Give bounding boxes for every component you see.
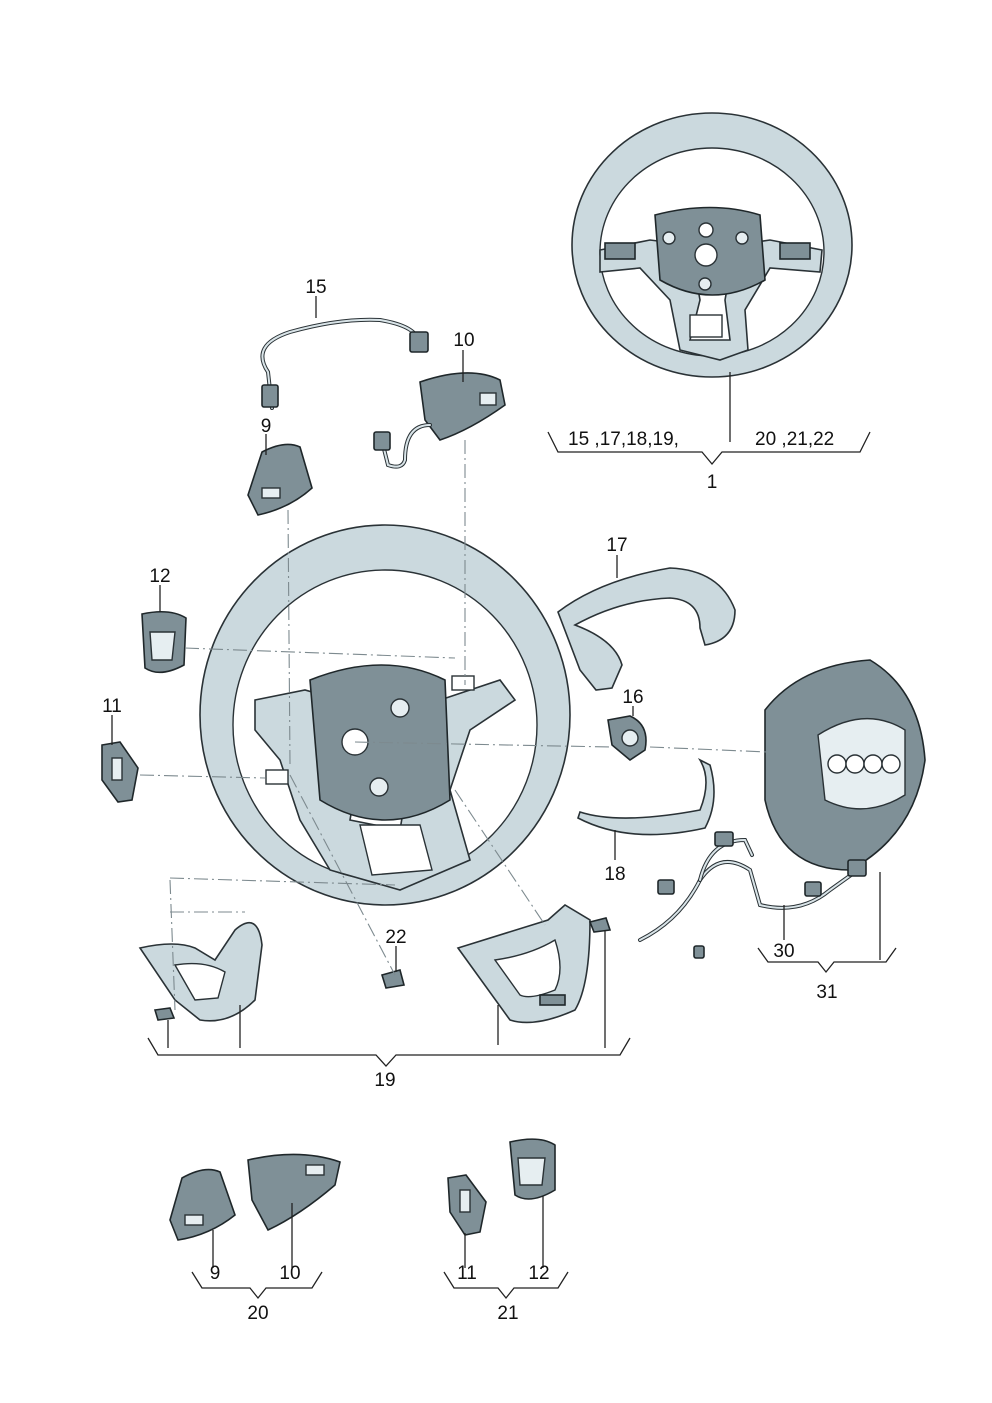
complete-steering-wheel (571, 112, 853, 378)
button-12 (141, 610, 187, 674)
callout-18: 18 (604, 864, 625, 885)
callout-9: 9 (261, 416, 272, 437)
callout-labels: 15 ,17,18,19, 20 ,21,22 1 15 10 9 12 11 … (102, 277, 837, 1324)
callout-17: 17 (606, 535, 627, 556)
callout-group20-9: 9 (210, 1263, 221, 1284)
roller-switch-11-group21 (447, 1174, 487, 1236)
callout-16: 16 (622, 687, 643, 708)
callout-1: 1 (707, 472, 718, 493)
callout-21: 21 (497, 1303, 518, 1324)
trim-cover-18 (577, 758, 715, 836)
callout-22: 22 (385, 927, 406, 948)
wiring-harness-15 (260, 317, 429, 410)
lower-cover-right-19 (456, 904, 591, 1024)
switch-module-right-10-group20 (247, 1153, 341, 1232)
screw-16 (607, 715, 647, 761)
switch-module-right-10 (373, 372, 506, 469)
callout-group21-11: 11 (457, 1263, 477, 1284)
callout-30: 30 (773, 941, 794, 962)
callout-group20-10: 10 (279, 1263, 300, 1284)
group-brackets (147, 431, 897, 1300)
airbag-unit (764, 659, 926, 871)
callout-11: 11 (102, 696, 122, 717)
callout-10: 10 (453, 330, 474, 351)
callout-12: 12 (149, 566, 170, 587)
screw-small-right (588, 917, 612, 933)
lower-cover-left-19 (138, 921, 263, 1022)
trim-cover-17 (557, 567, 736, 691)
callout-19: 19 (374, 1070, 395, 1091)
callout-15: 15 (305, 277, 326, 298)
leader-lines (111, 296, 881, 1268)
callout-20: 20 (247, 1303, 268, 1324)
callout-31: 31 (816, 982, 837, 1003)
button-12-group21 (509, 1138, 556, 1200)
callout-group21-12: 12 (528, 1263, 549, 1284)
screw-small-left (153, 1007, 176, 1021)
alignment-lines (139, 440, 769, 1011)
switch-module-left-9-group20 (169, 1168, 236, 1241)
callout-1-row-right: 20 ,21,22 (755, 429, 834, 450)
roller-switch-11 (101, 741, 139, 803)
wiring-harness-30 (638, 831, 867, 959)
screw-22 (380, 969, 405, 989)
callout-1-row-left: 15 ,17,18,19, (568, 429, 679, 450)
steering-wheel-frame (199, 524, 571, 906)
switch-module-left-9 (247, 443, 313, 516)
